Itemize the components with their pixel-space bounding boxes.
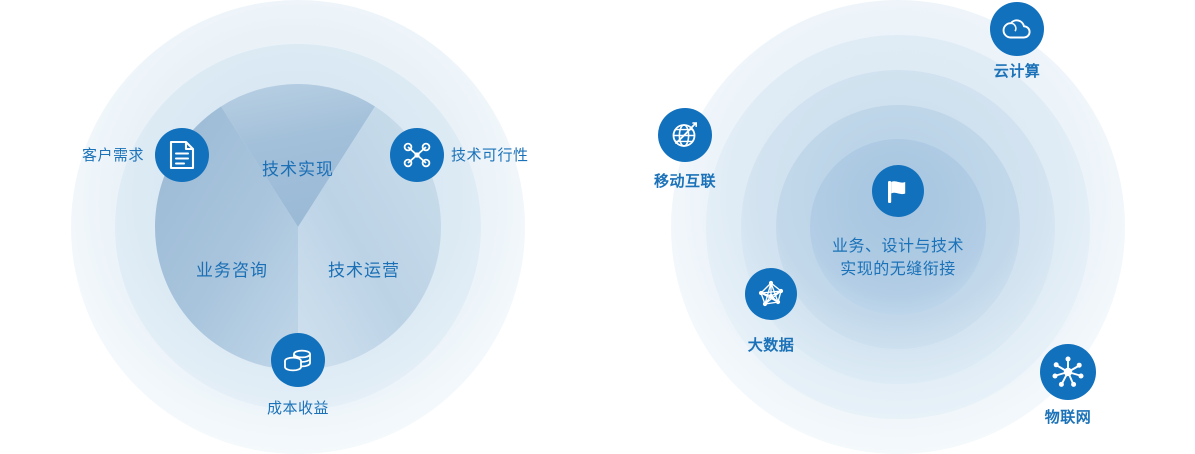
- node-tech-feasibility[interactable]: [390, 128, 444, 182]
- left-diagram: 技术实现 业务咨询 技术运营 客户需求: [71, 0, 529, 454]
- node-label-cloud-computing: 云计算: [993, 63, 1041, 80]
- graph-nodes-icon: [756, 279, 786, 309]
- globe-icon: [669, 119, 701, 151]
- cloud-icon: [1001, 15, 1033, 43]
- sector-label-left: 业务咨询: [196, 261, 268, 280]
- node-label-tech-feasibility: 技术可行性: [451, 147, 529, 164]
- node-big-data[interactable]: [745, 268, 797, 320]
- node-label-customer-requirement: 客户需求: [82, 147, 145, 164]
- node-cost-benefit[interactable]: [271, 333, 325, 387]
- flag-icon: [884, 176, 912, 206]
- node-network-icon: [401, 140, 433, 170]
- document-icon: [168, 140, 196, 170]
- node-label-cost-benefit: 成本收益: [266, 400, 330, 417]
- coins-stack-icon: [282, 345, 314, 375]
- sector-label-top: 技术实现: [262, 160, 334, 179]
- node-label-mobile-internet: 移动互联: [653, 173, 717, 190]
- right-diagram: 业务、设计与技术 实现的无缝衔接 云计算: [600, 0, 1195, 454]
- core-description: 业务、设计与技术 实现的无缝衔接: [832, 235, 964, 281]
- sector-label-right: 技术运营: [328, 261, 400, 280]
- hub-spoke-icon: [1051, 355, 1085, 389]
- node-iot[interactable]: [1040, 344, 1096, 400]
- node-customer-requirement[interactable]: [155, 128, 209, 182]
- core-description-line2: 实现的无缝衔接: [840, 261, 956, 279]
- left-diagram-rings: [71, 0, 525, 454]
- node-label-big-data: 大数据: [747, 337, 795, 354]
- core-flag-badge[interactable]: [872, 165, 924, 217]
- node-label-iot: 物联网: [1044, 409, 1092, 426]
- node-cloud-computing[interactable]: [990, 2, 1044, 56]
- right-diagram-rings: [671, 0, 1125, 454]
- core-description-line1: 业务、设计与技术: [831, 238, 965, 255]
- node-mobile-internet[interactable]: [658, 108, 712, 162]
